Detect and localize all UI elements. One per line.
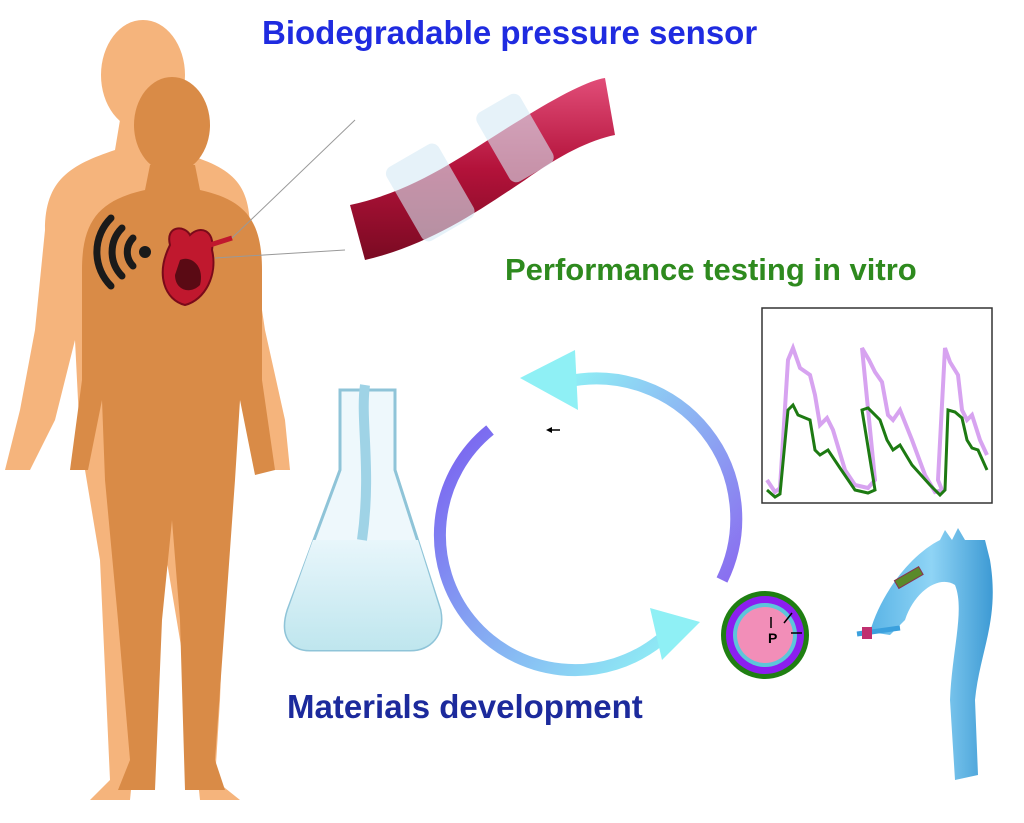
zoom-line-bottom — [214, 249, 346, 259]
pressure-arrows — [770, 612, 802, 634]
sensor-sleeve — [476, 93, 554, 183]
human-body-front — [70, 77, 275, 790]
waveform-reference — [765, 342, 989, 495]
sensor-band — [893, 565, 924, 590]
zoom-line-top — [231, 119, 356, 239]
materials-title: Materials development — [287, 688, 643, 725]
pressure-waveform-chart — [761, 307, 993, 504]
arrow-head-icon — [650, 608, 700, 660]
sensor-title: Biodegradable pressure sensor — [262, 14, 758, 51]
chart-frame — [761, 307, 993, 504]
sensor-band — [862, 627, 872, 639]
blood-vessel-with-sensor — [350, 78, 615, 260]
flask-illustration — [283, 384, 443, 652]
testing-title: Performance testing in vitro — [505, 252, 917, 287]
cycle-arrows — [433, 350, 743, 677]
aorta-model — [856, 528, 993, 780]
heart-illustration — [161, 227, 233, 307]
sensor-sleeve — [385, 143, 475, 242]
vessel-cross-section: P — [721, 591, 809, 679]
arrow-head-icon — [520, 350, 578, 410]
pressure-symbol: P — [768, 630, 777, 646]
waveform-sensor — [766, 402, 989, 499]
wireless-signal-icon — [93, 214, 151, 290]
